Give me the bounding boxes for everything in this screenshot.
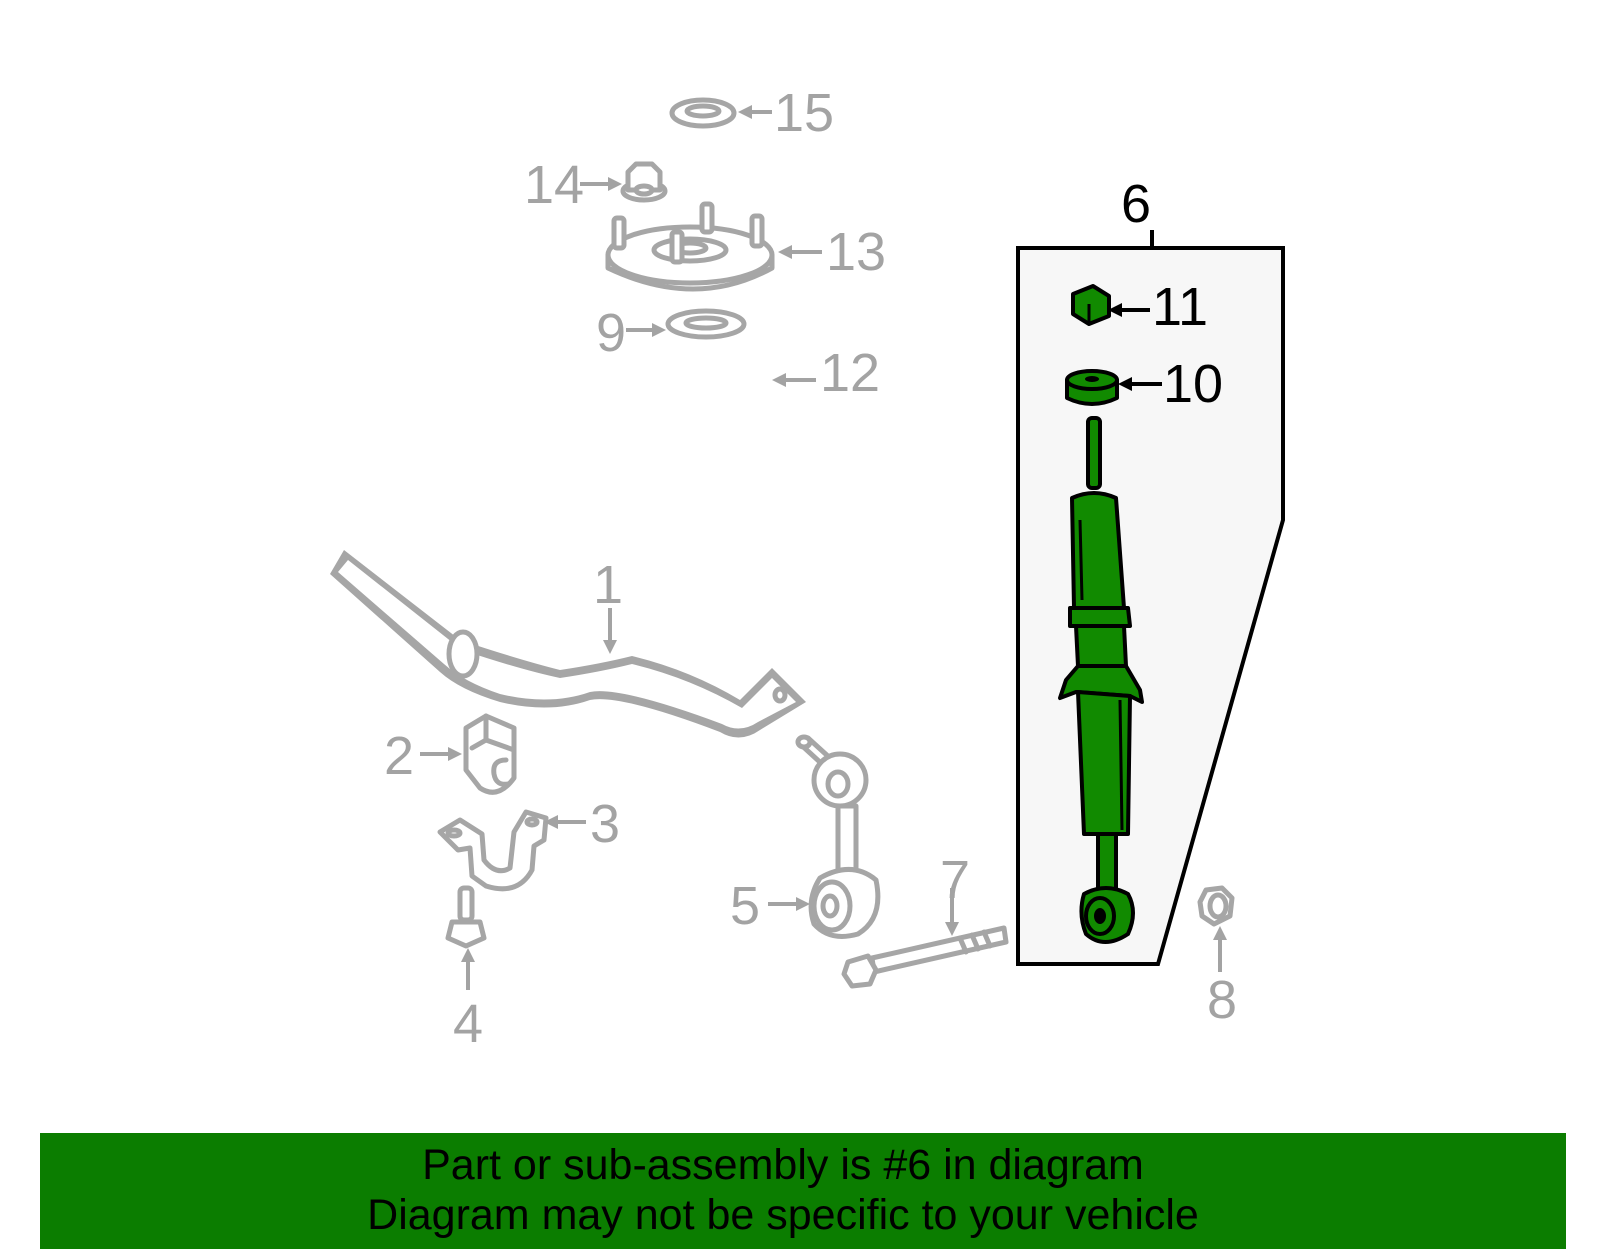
callout-15[interactable]: 15: [774, 83, 834, 143]
arrow-2: [420, 747, 462, 761]
info-banner: Part or sub-assembly is #6 in diagram Di…: [40, 1133, 1566, 1249]
callout-3[interactable]: 3: [590, 794, 620, 854]
arrow-15: [738, 105, 772, 119]
part-14-nut[interactable]: [620, 161, 668, 203]
callout-2[interactable]: 2: [384, 726, 414, 786]
banner-disclaimer: Diagram may not be specific to your vehi…: [367, 1191, 1199, 1239]
part-9-insulator[interactable]: [665, 308, 747, 340]
callout-9[interactable]: 9: [596, 303, 626, 363]
callout-10[interactable]: 10: [1163, 354, 1223, 414]
part-12-coil-spring[interactable]: [653, 360, 770, 591]
part-10-insulator[interactable]: [1065, 369, 1119, 406]
banner-part-note: Part or sub-assembly is #6 in diagram: [422, 1141, 1144, 1189]
part-6-shock-absorber[interactable]: [1058, 416, 1144, 944]
arrow-8: [1213, 926, 1227, 972]
arrow-11: [1108, 303, 1150, 317]
arrow-10: [1118, 377, 1162, 391]
callout-7[interactable]: 7: [940, 850, 970, 910]
callout-1[interactable]: 1: [593, 555, 623, 615]
callout-8[interactable]: 8: [1207, 970, 1237, 1030]
arrow-14: [580, 177, 622, 191]
callout-12[interactable]: 12: [820, 343, 880, 403]
callout-13[interactable]: 13: [826, 222, 886, 282]
part-2-bushing[interactable]: [463, 713, 517, 795]
part-5-stabilizer-link[interactable]: [795, 734, 881, 939]
arrow-9: [626, 323, 666, 337]
part-1-stabilizer-bar[interactable]: [330, 550, 806, 738]
callout-11[interactable]: 11: [1152, 277, 1208, 337]
part-7-bolt[interactable]: [841, 925, 1009, 989]
callout-6[interactable]: 6: [1121, 174, 1151, 234]
arrow-7: [945, 888, 959, 936]
arrow-1: [603, 608, 617, 654]
callout-5[interactable]: 5: [730, 876, 760, 936]
arrow-3: [544, 815, 586, 829]
part-4-bolt[interactable]: [445, 885, 487, 949]
assembly-6-panel: [1016, 230, 1285, 966]
arrow-5: [768, 897, 810, 911]
part-3-bracket[interactable]: [437, 809, 549, 892]
callout-4[interactable]: 4: [453, 994, 483, 1054]
callout-14[interactable]: 14: [524, 155, 584, 215]
part-11-nut[interactable]: [1071, 284, 1111, 326]
part-15-washer[interactable]: [669, 97, 737, 129]
part-8-nut[interactable]: [1197, 885, 1235, 927]
arrow-4: [461, 948, 475, 990]
part-13-upper-mount[interactable]: [605, 201, 775, 292]
arrow-12: [772, 373, 816, 387]
arrow-13: [778, 245, 822, 259]
